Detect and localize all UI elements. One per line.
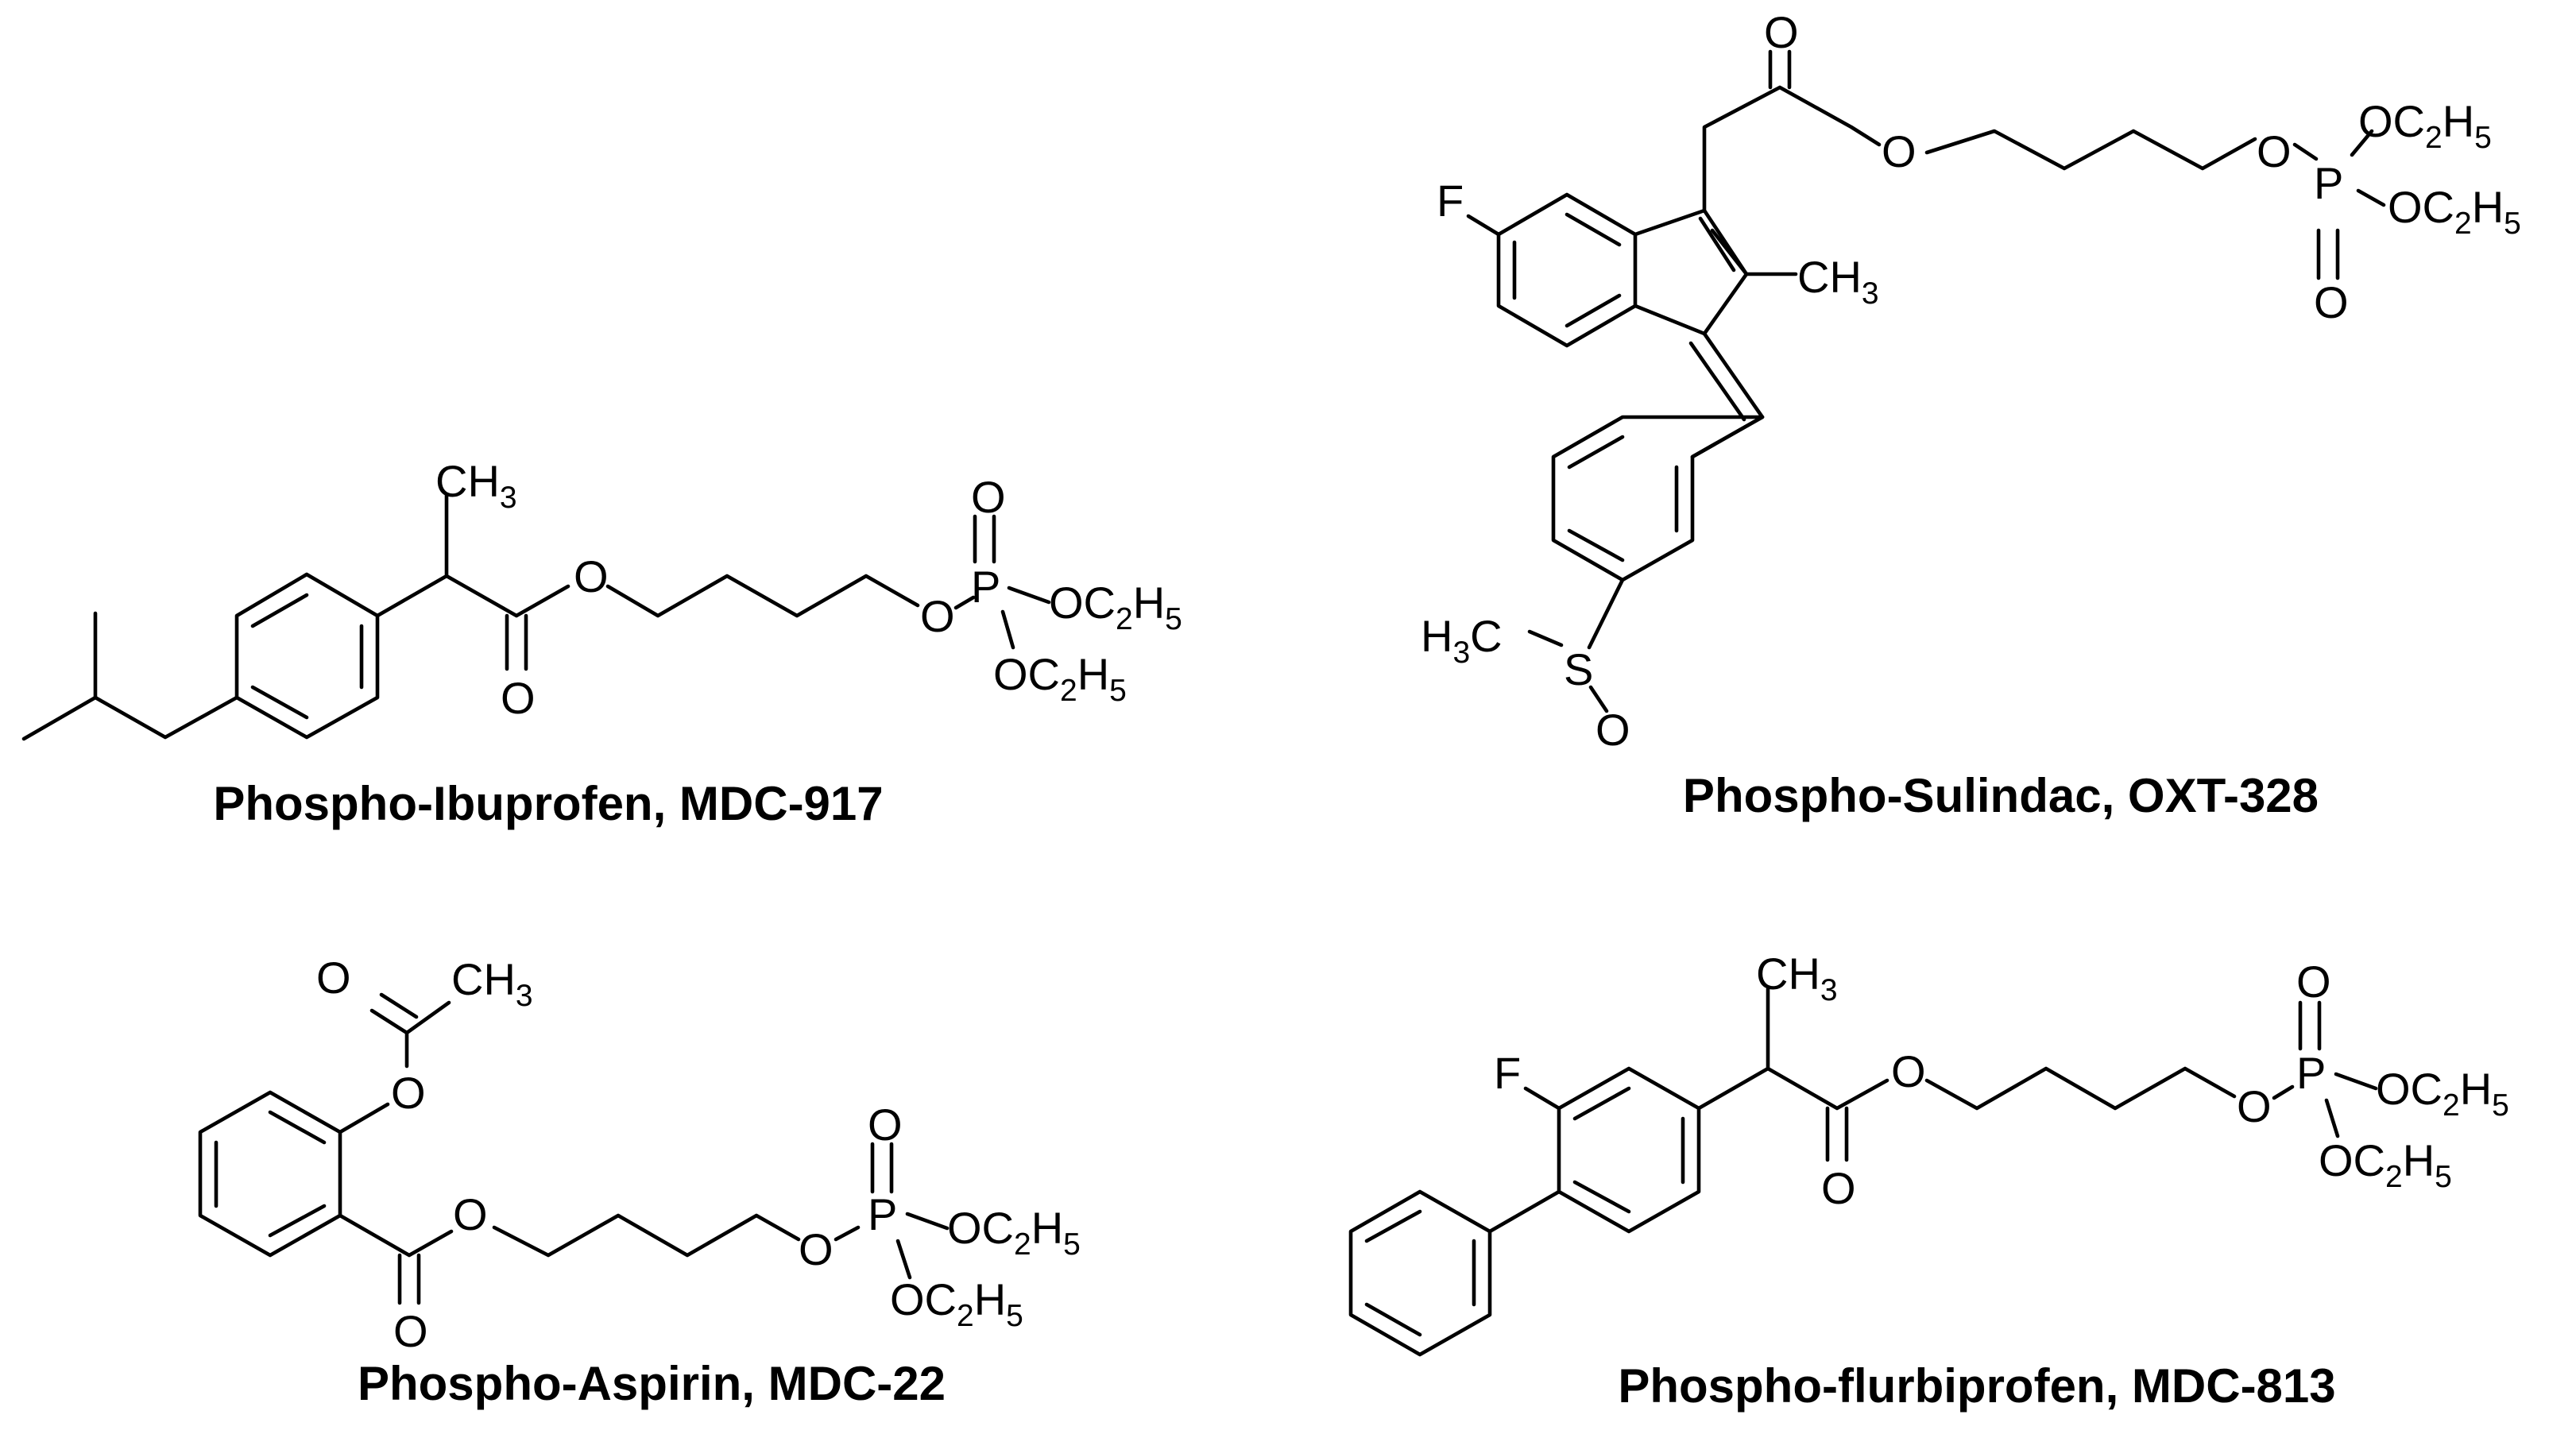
oet-label-2: OC [993, 649, 1060, 699]
oet-label-1: OC [2358, 96, 2425, 146]
svg-text:CH3: CH3 [435, 456, 517, 515]
ester-o-label: O [574, 551, 609, 601]
acetyl-o-label: O [316, 953, 351, 1003]
svg-text:CH3: CH3 [451, 954, 533, 1013]
phospho-ibuprofen-structure: CH3 O O O P O OC2H5 OC2H5 Phospho-Ibupro… [21, 456, 1182, 830]
svg-text:OC2H5: OC2H5 [2388, 182, 2521, 241]
oet-label-2: OC [2319, 1135, 2385, 1185]
fluorine-label: F [1437, 176, 1464, 226]
carbonyl-o-label: O [501, 673, 536, 723]
atom-labels: F CH3 H3C S O O O O P O OC2H5 OC2H5 [1421, 7, 2521, 755]
svg-text:OC2H5: OC2H5 [2319, 1135, 2452, 1194]
ch3-label: CH [451, 954, 516, 1004]
svg-text:OC2H5: OC2H5 [993, 649, 1127, 708]
oet-label-1: OC [1049, 578, 1116, 628]
ch3-label: CH [1797, 252, 1862, 302]
oet-label-2: OC [890, 1274, 957, 1324]
carbonyl-o-label: O [1764, 7, 1799, 57]
phosphorus-label: P [2296, 1048, 2326, 1098]
link-o-label: O [920, 591, 955, 641]
phospho-aspirin-structure: O CH3 O O O O P O OC2H5 OC2H5 Phospho-As… [198, 953, 1081, 1410]
p-oxo-label: O [971, 472, 1006, 522]
oet-label-1: OC [947, 1203, 1014, 1253]
p-oxo-label: O [2314, 277, 2349, 327]
bonds [198, 992, 950, 1305]
bonds [21, 492, 1051, 741]
atom-labels: F CH3 O O O P O OC2H5 OC2H5 [1494, 949, 2509, 1213]
carbonyl-o-label: O [393, 1306, 428, 1356]
p-oxo-label: O [2296, 957, 2331, 1007]
phosphorus-label: P [868, 1189, 897, 1239]
oet-label-1: OC [2376, 1064, 2443, 1114]
ester-o-label: O [1891, 1046, 1926, 1096]
bonds [1466, 49, 2386, 713]
sulfoxide-o-label: O [1595, 705, 1630, 755]
p-oxo-label: O [868, 1100, 903, 1150]
svg-text:OC2H5: OC2H5 [2358, 96, 2492, 155]
link-o-label: O [2257, 126, 2292, 176]
atom-labels: CH3 O O O P O OC2H5 OC2H5 [435, 456, 1182, 723]
svg-text:OC2H5: OC2H5 [1049, 578, 1182, 636]
phospho-sulindac-structure: F CH3 H3C S O O O O P O OC2H5 OC2H5 Phos… [1421, 7, 2521, 822]
oet-label-2: OC [2388, 182, 2454, 232]
ester-o-label: O [1882, 126, 1917, 176]
fluorine-label: F [1494, 1048, 1521, 1098]
ch3-label: CH [1756, 949, 1820, 999]
carbonyl-o-label: O [1821, 1163, 1856, 1213]
bonds [1348, 987, 2378, 1357]
link-o-label: O [2237, 1081, 2272, 1131]
phospho-flurbiprofen-structure: F CH3 O O O P O OC2H5 OC2H5 Phospho-flur… [1348, 949, 2509, 1413]
svg-text:OC2H5: OC2H5 [947, 1203, 1081, 1262]
svg-text:CH3: CH3 [1756, 949, 1838, 1007]
atom-labels: O CH3 O O O O P O OC2H5 OC2H5 [316, 953, 1081, 1356]
link-o-label: O [799, 1224, 834, 1274]
phosphorus-label: P [2314, 158, 2343, 208]
svg-text:OC2H5: OC2H5 [2376, 1064, 2509, 1123]
caption-ibuprofen: Phospho-Ibuprofen, MDC-917 [213, 777, 883, 830]
h3c-label: H [1421, 611, 1452, 661]
caption-sulindac: Phospho-Sulindac, OXT-328 [1683, 769, 2319, 822]
acetoxy-o-label: O [391, 1068, 426, 1118]
svg-text:CH3: CH3 [1797, 252, 1879, 311]
svg-text:OC2H5: OC2H5 [890, 1274, 1023, 1333]
phosphorus-label: P [971, 562, 1000, 612]
ch3-label: CH [435, 456, 500, 506]
caption-aspirin: Phospho-Aspirin, MDC-22 [358, 1357, 946, 1410]
sulfur-label: S [1564, 644, 1593, 694]
svg-text:H3C: H3C [1421, 611, 1503, 670]
ester-o-label: O [453, 1189, 488, 1239]
caption-flurbiprofen: Phospho-flurbiprofen, MDC-813 [1618, 1359, 2335, 1413]
